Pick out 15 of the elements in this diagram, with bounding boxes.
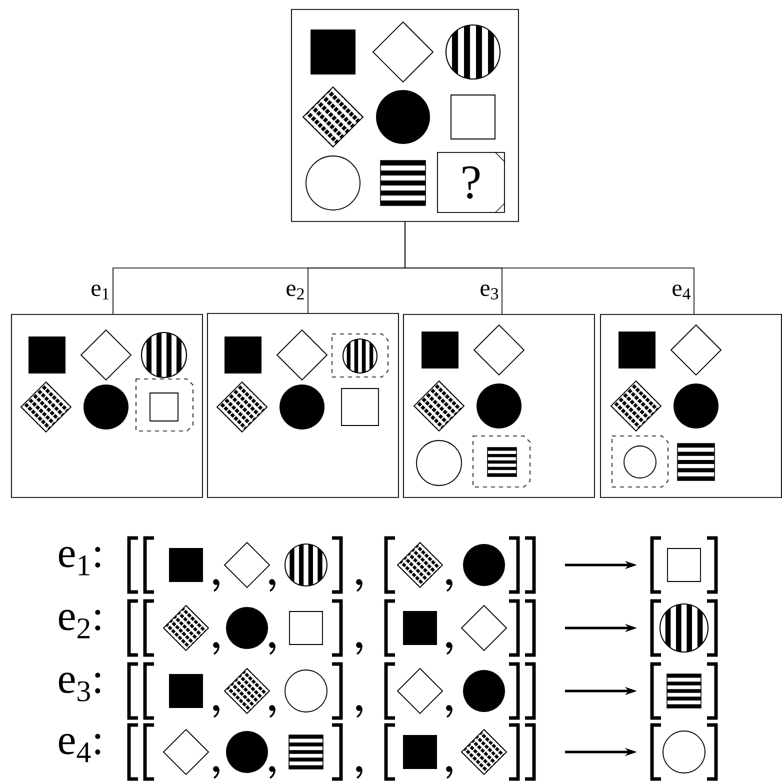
- rule-label: e$_{4}$:: [58, 734, 100, 762]
- rule-label: e$_{1}$:: [58, 546, 100, 576]
- panel-box: [11, 314, 203, 498]
- edge-label: e$_{2}$: [286, 284, 304, 300]
- rule-label: e$_{3}$:: [58, 672, 100, 702]
- edge-label: e$_{3}$: [480, 284, 498, 300]
- edge-label: e$_{1}$: [92, 284, 109, 300]
- panel-box: [207, 313, 399, 498]
- panel-box: [600, 314, 782, 498]
- question-box: ?: [437, 152, 506, 214]
- rule-label: e$_{2}$:: [58, 610, 100, 638]
- edge-label: e$_{4}$: [672, 284, 690, 300]
- connector-line: [404, 222, 694, 314]
- panel-box: [291, 9, 519, 222]
- panel-box: [403, 314, 595, 498]
